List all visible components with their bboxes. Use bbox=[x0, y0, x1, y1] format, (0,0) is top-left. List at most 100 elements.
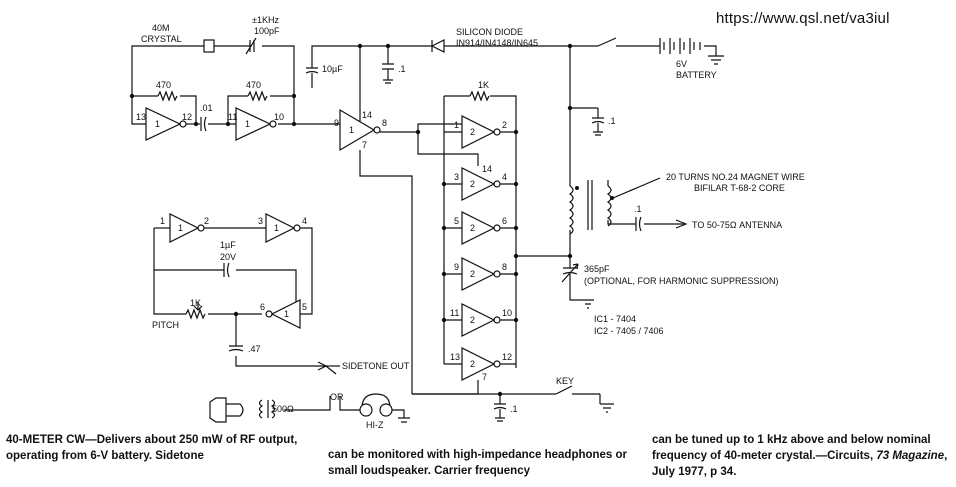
schematic-diagram: 40M CRYSTAL ±1KHz 100pF 470 470 .01 10µF… bbox=[129, 15, 805, 430]
caption-text-a: can be tuned up to 1 kHz above and below… bbox=[652, 434, 931, 462]
sidetone-gate-c bbox=[265, 299, 301, 329]
ground-battery bbox=[708, 55, 724, 65]
pin-label: 9 bbox=[454, 262, 459, 272]
sidetone-label: SIDETONE OUT bbox=[342, 361, 410, 371]
pin-label: 3 bbox=[258, 216, 263, 226]
ic2-gate-3 bbox=[461, 211, 501, 245]
pin-label: 14 bbox=[482, 164, 492, 174]
gate-number: 1 bbox=[155, 119, 160, 129]
c1uf-label-b: 20V bbox=[220, 252, 236, 262]
pin-label: 9 bbox=[334, 118, 339, 128]
antenna-arrow bbox=[675, 219, 688, 229]
capacitor-1-key bbox=[493, 394, 507, 422]
source-url: https://www.qsl.net/va3iul bbox=[716, 10, 890, 27]
trimmer-label-a: ±1KHz bbox=[252, 15, 279, 25]
gate-number: 2 bbox=[470, 223, 475, 233]
pitch-r-label: 1K bbox=[190, 298, 201, 308]
capacitor-1uf bbox=[223, 262, 230, 278]
r1k-label: 1K bbox=[478, 80, 489, 90]
caption-column-1: 40-METER CW—Delivers about 250 mW of RF … bbox=[6, 434, 298, 462]
gate-number: 2 bbox=[470, 127, 475, 137]
headphone-band bbox=[361, 393, 391, 409]
pin-label: 7 bbox=[362, 140, 367, 150]
ground-variable-cap bbox=[582, 299, 594, 309]
coil-dot-b bbox=[610, 196, 614, 200]
resistor-470-a bbox=[157, 90, 178, 102]
capacitor-01 bbox=[200, 116, 207, 132]
r470-label-b: 470 bbox=[246, 80, 261, 90]
ic1-gate-c bbox=[339, 108, 381, 152]
gate-number: 2 bbox=[470, 315, 475, 325]
junction-dots bbox=[129, 43, 573, 397]
c1-supply-label: .1 bbox=[398, 64, 406, 74]
c1uf-label-a: 1µF bbox=[220, 240, 236, 250]
caption-column-3: can be tuned up to 1 kHz above and below… bbox=[652, 432, 952, 480]
ic2-gate-5 bbox=[461, 303, 501, 337]
diode-label-b: IN914/IN4148/IN645 bbox=[456, 38, 538, 48]
pin-label: 10 bbox=[502, 308, 512, 318]
pin-label: 8 bbox=[382, 118, 387, 128]
gate-number: 2 bbox=[470, 359, 475, 369]
silicon-diode bbox=[430, 39, 445, 53]
coil-label-leader bbox=[612, 177, 661, 199]
antenna-label: TO 50-75Ω ANTENNA bbox=[692, 220, 782, 230]
hiz-label: HI-Z bbox=[366, 420, 384, 430]
ground-headphone bbox=[392, 409, 410, 423]
ic1-gate-b bbox=[235, 107, 277, 141]
loudspeaker bbox=[209, 397, 227, 423]
battery-6v bbox=[659, 38, 701, 54]
pin-label: 14 bbox=[362, 110, 372, 120]
resistor-1k-bias bbox=[469, 90, 490, 102]
ic2-gate-4 bbox=[461, 257, 501, 291]
ic2-gate-2 bbox=[461, 167, 501, 201]
pin-label: 8 bbox=[502, 262, 507, 272]
capacitor-1-antenna bbox=[635, 216, 642, 232]
pin-label: 13 bbox=[136, 112, 146, 122]
trimmer-capacitor bbox=[245, 37, 257, 55]
coil-secondary bbox=[606, 185, 612, 227]
c1-key-label: .1 bbox=[510, 404, 518, 414]
diode-label-a: SILICON DIODE bbox=[456, 27, 523, 37]
crystal-40m bbox=[203, 39, 215, 53]
pin-label: 4 bbox=[302, 216, 307, 226]
gate-number: 1 bbox=[178, 223, 183, 233]
speaker-plug bbox=[226, 403, 244, 417]
pin-label: 1 bbox=[160, 216, 165, 226]
gate-number: 2 bbox=[470, 269, 475, 279]
transformer-500 bbox=[258, 399, 276, 419]
trimmer-label-b: 100pF bbox=[254, 26, 280, 36]
sidetone-gate-b bbox=[265, 213, 301, 243]
caption-text-c: , July 1977, p 34. bbox=[652, 450, 948, 478]
gate-number: 1 bbox=[274, 223, 279, 233]
pin-label: 6 bbox=[502, 216, 507, 226]
coil-dot-a bbox=[575, 186, 579, 190]
pin-label: 7 bbox=[482, 372, 487, 382]
c10uf-label: 10µF bbox=[322, 64, 343, 74]
power-switch bbox=[597, 37, 620, 47]
oscillator-wiring bbox=[131, 45, 717, 394]
pin-label: 12 bbox=[502, 352, 512, 362]
capacitor-47 bbox=[228, 345, 244, 352]
caption-column-2: can be monitored with high-impedance hea… bbox=[328, 449, 628, 477]
gate-number: 2 bbox=[470, 179, 475, 189]
crystal-label-b: CRYSTAL bbox=[141, 34, 182, 44]
gate-number: 1 bbox=[284, 309, 289, 319]
c1-antenna-label: .1 bbox=[634, 204, 642, 214]
c47-label: .47 bbox=[248, 344, 261, 354]
gate-number: 1 bbox=[349, 125, 354, 135]
pin-label: 12 bbox=[182, 112, 192, 122]
pitch-potentiometer bbox=[185, 308, 206, 320]
crystal-label-a: 40M bbox=[152, 23, 170, 33]
pin-label: 5 bbox=[454, 216, 459, 226]
ic2-wiring bbox=[412, 46, 684, 395]
c500-label: 500Ω bbox=[272, 404, 294, 414]
toroid-core bbox=[587, 180, 593, 230]
resistor-470-b bbox=[247, 90, 268, 102]
pin-label: 11 bbox=[228, 112, 237, 122]
headphone-right bbox=[379, 403, 393, 417]
sidetone-wiring bbox=[153, 227, 360, 411]
coil-primary bbox=[568, 185, 574, 235]
ic2-gate-6 bbox=[461, 347, 501, 381]
key-label: KEY bbox=[556, 376, 574, 386]
sidetone-gate-a bbox=[169, 213, 205, 243]
